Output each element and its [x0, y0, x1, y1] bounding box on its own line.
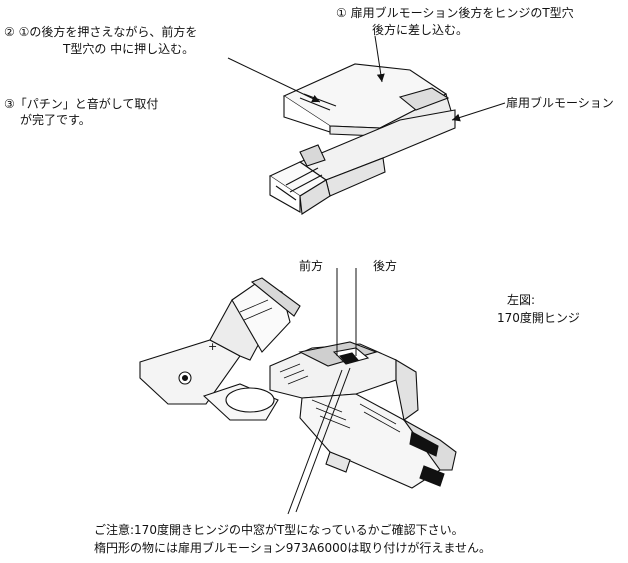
notice-line1: ご注意:170度開きヒンジの中窓がT型になっているかご確認下さい。 [94, 523, 464, 537]
figure-caption-line2: 170度開ヒンジ [497, 311, 580, 325]
step3-line1: ③「パチン」と音がして取付 [4, 97, 159, 111]
bottom-leader-lines [287, 268, 357, 515]
notice-leader-1 [295, 367, 351, 513]
step1-line1: ① 扉用ブルモーション後方をヒンジのT型穴 [336, 6, 574, 20]
front-label: 前方 [299, 259, 324, 273]
damper-illustration [268, 63, 456, 215]
notice-line2: 楕円形の物には扉用ブルモーション973A6000は取り付けが行えません。 [94, 541, 492, 555]
figure-caption-line1: 左図: [507, 293, 536, 307]
svg-text:+: + [208, 340, 217, 353]
top-leader-arrows [227, 35, 506, 122]
step2-line2: T型穴の 中に押し込む。 [63, 42, 195, 56]
step2-line1: ② ①の後方を押さえながら、前方を [4, 25, 198, 39]
notice-leader-2 [287, 369, 343, 515]
device-label: 扉用ブルモーション [506, 96, 614, 110]
rear-label: 後方 [373, 259, 398, 273]
step1-line2: 後方に差し込む。 [372, 23, 469, 37]
device-arrow [451, 102, 506, 122]
step3-line2: が完了です。 [20, 113, 91, 127]
step2-arrow [227, 57, 321, 103]
hinge-illustration: + [139, 277, 457, 489]
step1-arrow [374, 35, 385, 83]
